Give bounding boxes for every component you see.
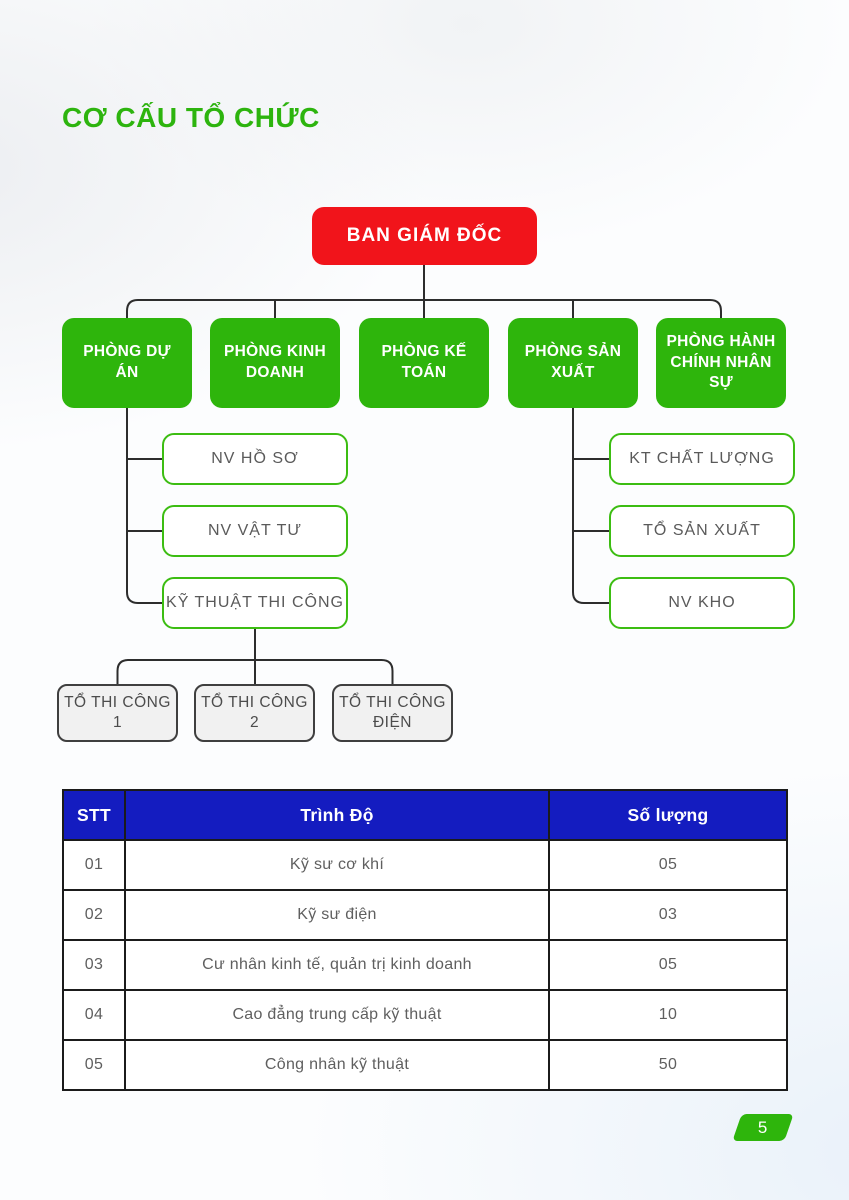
org-node-to-thi-cong-dien: TỔ THI CÔNG ĐIỆN	[332, 684, 453, 742]
org-node-label: PHÒNG KINH DOANH	[223, 343, 327, 381]
org-node-dept-production: PHÒNG SẢN XUẤT	[508, 318, 638, 408]
page-number: 5	[758, 1117, 768, 1137]
col-header-stt: STT	[62, 789, 126, 841]
org-node-to-thi-cong-1: TỔ THI CÔNG 1	[57, 684, 178, 742]
org-node-nv-vat-tu: NV VẬT TƯ	[162, 505, 348, 557]
col-header-so-luong: Số lượng	[548, 789, 788, 841]
table-row: 01 Kỹ sư cơ khí 05	[62, 839, 788, 891]
cell-trinh-do: Cư nhân kinh tế, quản trị kinh doanh	[124, 939, 550, 991]
org-node-nv-ho-so: NV HỒ SƠ	[162, 433, 348, 485]
org-node-dept-project: PHÒNG DỰ ÁN	[62, 318, 192, 408]
cell-trinh-do: Kỹ sư điện	[124, 889, 550, 941]
cell-so-luong: 05	[548, 939, 788, 991]
org-node-nv-kho: NV KHO	[609, 577, 795, 629]
org-node-to-san-xuat: TỔ SẢN XUẤT	[609, 505, 795, 557]
org-node-dept-hr-admin: PHÒNG HÀNH CHÍNH NHÂN SỰ	[656, 318, 786, 408]
org-node-dept-business: PHÒNG KINH DOANH	[210, 318, 340, 408]
col-header-trinh-do: Trình Độ	[124, 789, 550, 841]
org-node-label: NV HỒ SƠ	[211, 450, 299, 467]
cell-trinh-do: Kỹ sư cơ khí	[124, 839, 550, 891]
org-node-label: PHÒNG DỰ ÁN	[83, 343, 171, 381]
org-node-label: NV KHO	[668, 594, 736, 611]
cell-stt: 04	[62, 989, 126, 1041]
org-node-label: KT CHẤT LƯỢNG	[629, 450, 775, 467]
org-chart-connector-lines	[116, 265, 722, 684]
page-title: CƠ CẤU TỔ CHỨC	[62, 102, 320, 133]
org-node-label: PHÒNG SẢN XUẤT	[524, 343, 622, 381]
page-number-badge: 5	[732, 1114, 794, 1141]
org-node-dept-accounting: PHÒNG KẾ TOÁN	[359, 318, 489, 408]
org-node-board-of-directors: BAN GIÁM ĐỐC	[312, 207, 537, 265]
org-node-label: KỸ THUẬT THI CÔNG	[166, 594, 344, 611]
org-node-to-thi-cong-2: TỔ THI CÔNG 2	[194, 684, 315, 742]
cell-stt: 02	[62, 889, 126, 941]
cell-trinh-do: Cao đẳng trung cấp kỹ thuật	[124, 989, 550, 1041]
cell-so-luong: 05	[548, 839, 788, 891]
org-node-label: TỔ THI CÔNG ĐIỆN	[339, 693, 446, 731]
org-node-label: TỔ SẢN XUẤT	[643, 522, 761, 539]
cell-stt: 03	[62, 939, 126, 991]
table-row: 03 Cư nhân kinh tế, quản trị kinh doanh …	[62, 939, 788, 991]
cell-stt: 01	[62, 839, 126, 891]
org-node-kt-chat-luong: KT CHẤT LƯỢNG	[609, 433, 795, 485]
cell-so-luong: 10	[548, 989, 788, 1041]
table-header-row: STT Trình Độ Số lượng	[62, 789, 788, 841]
cell-so-luong: 03	[548, 889, 788, 941]
table-row: 05 Công nhân kỹ thuật 50	[62, 1039, 788, 1091]
table-row: 02 Kỹ sư điện 03	[62, 889, 788, 941]
org-node-label: TỔ THI CÔNG 2	[201, 693, 308, 731]
cell-stt: 05	[62, 1039, 126, 1091]
staff-qualification-table: STT Trình Độ Số lượng 01 Kỹ sư cơ khí 05…	[62, 789, 788, 1091]
cell-trinh-do: Công nhân kỹ thuật	[124, 1039, 550, 1091]
table-row: 04 Cao đẳng trung cấp kỹ thuật 10	[62, 989, 788, 1041]
org-node-ky-thuat-thi-cong: KỸ THUẬT THI CÔNG	[162, 577, 348, 629]
org-node-label: PHÒNG KẾ TOÁN	[381, 343, 467, 381]
org-node-label: TỔ THI CÔNG 1	[64, 693, 171, 731]
cell-so-luong: 50	[548, 1039, 788, 1091]
org-node-label: NV VẬT TƯ	[207, 522, 303, 539]
org-node-label: PHÒNG HÀNH CHÍNH NHÂN SỰ	[666, 332, 776, 392]
org-node-label: BAN GIÁM ĐỐC	[346, 225, 503, 246]
